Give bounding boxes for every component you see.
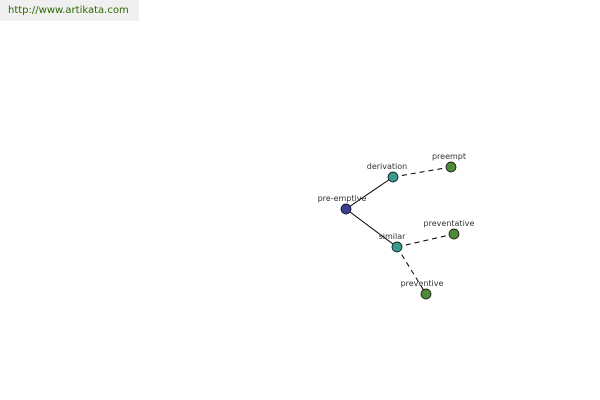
node-label-preempt[interactable]: preempt <box>432 152 466 161</box>
node-label-similar[interactable]: similar <box>379 232 407 241</box>
node-preventive[interactable]: preventive <box>401 279 444 300</box>
node-preventative[interactable]: preventative <box>424 219 475 240</box>
node-pre-emptive[interactable]: pre-emptive <box>318 194 367 215</box>
node-marker-derivation[interactable] <box>387 171 399 183</box>
edge-pre-emptive-similar <box>345 208 398 248</box>
node-similar[interactable]: similar <box>379 232 407 253</box>
node-label-derivation[interactable]: derivation <box>367 162 407 171</box>
node-label-preventative[interactable]: preventative <box>424 219 475 228</box>
node-marker-similar[interactable] <box>391 241 403 253</box>
node-marker-preventive[interactable] <box>420 288 432 300</box>
node-label-preventive[interactable]: preventive <box>401 279 444 288</box>
node-label-pre-emptive[interactable]: pre-emptive <box>318 194 367 203</box>
edge-similar-preventive <box>396 246 427 295</box>
nodes: pre-emptive derivation similar preempt preve… <box>318 152 475 300</box>
node-preempt[interactable]: preempt <box>432 152 466 173</box>
node-derivation[interactable]: derivation <box>367 162 407 183</box>
node-marker-pre-emptive[interactable] <box>340 203 352 215</box>
node-marker-preventative[interactable] <box>448 228 460 240</box>
node-marker-preempt[interactable] <box>445 161 457 173</box>
edge-derivation-preempt <box>392 166 452 178</box>
source-url[interactable]: http://www.artikata.com <box>0 0 139 21</box>
edges <box>345 166 455 295</box>
edge-pre-emptive-derivation <box>345 176 394 210</box>
edge-similar-preventative <box>396 233 455 248</box>
